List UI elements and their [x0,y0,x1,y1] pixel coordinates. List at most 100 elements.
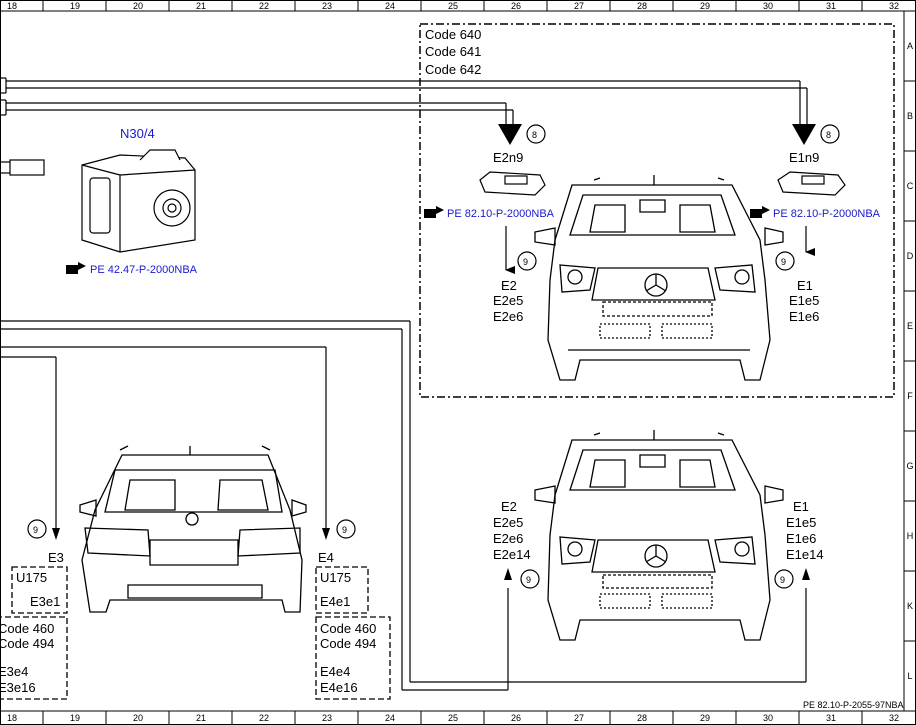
svg-text:PE 42.47-P-2000NBA: PE 42.47-P-2000NBA [90,264,198,276]
n30-label: N30/4 [120,126,155,141]
car-rear-drawing [79,445,307,613]
e2-bottom-4: E2e14 [493,547,531,562]
e3-box2 [0,616,68,700]
grid-row-label: K [907,601,913,611]
grid-col-label: 27 [574,713,584,723]
e3-box2-line4: E3e16 [0,680,36,695]
code-641: Code 641 [425,44,481,59]
e4-box1-line2: E4e1 [320,594,350,609]
e2n9-module-drawing [479,171,546,196]
e1-output-2: E1e5 [789,293,819,308]
grid-col-label: 22 [259,1,269,11]
grid-row-label: H [907,531,914,541]
e1-output-3: E1e6 [789,309,819,324]
svg-text:PE 82.10-P-2000NBA: PE 82.10-P-2000NBA [773,208,881,220]
connector-9-right-top [775,251,795,271]
e3-box1-line1: U175 [16,570,47,585]
e1-bottom-4: E1e14 [786,547,824,562]
grid-row-label: L [907,671,912,681]
svg-text:PE 82.10-P-2000NBA: PE 82.10-P-2000NBA [447,208,555,220]
e2n9-ref-link[interactable]: PE 82.10-P-2000NBA [424,206,555,220]
harness-rear [0,320,807,691]
grid-col-label: 29 [700,1,710,11]
e2-bottom-1: E2 [501,499,517,514]
e3-box2-line1: Code 460 [0,621,54,636]
grid-col-label: 19 [70,1,80,11]
grid-col-label: 20 [133,713,143,723]
e4-box1-line1: U175 [320,570,351,585]
grid-col-label: 18 [7,1,17,11]
grid-col-label: 28 [637,1,647,11]
e4-box2-line2: Code 494 [320,636,376,651]
grid-col-label: 25 [448,713,458,723]
e1-output-1: E1 [797,278,813,293]
rear-arrow-right [322,528,330,540]
grid-col-label: 26 [511,1,521,11]
e1n9-ref-link[interactable]: PE 82.10-P-2000NBA [750,206,881,220]
grid-row-label: A [907,41,913,51]
e2n9-label: E2n9 [493,150,523,165]
e2-output-3: E2e6 [493,309,523,324]
hand-pointer-icon [750,206,770,218]
e3-box2-line2: Code 494 [0,636,54,651]
grid-col-label: 28 [637,713,647,723]
e4-box2-line4: E4e16 [320,680,358,695]
grid-col-label: 32 [889,713,899,723]
grid-col-label: 31 [826,713,836,723]
connector-8-left [526,124,546,144]
connector-9-left-top [517,251,537,271]
grid-col-label: 31 [826,1,836,11]
grid-col-label: 26 [511,713,521,723]
e1n9-module-drawing [777,171,846,196]
e3-box1 [11,566,68,614]
connector-8-right-label: 8 [826,130,831,140]
e1-bottom-1: E1 [793,499,809,514]
e4-box1 [315,566,369,614]
front-arrow-right [802,568,810,580]
e1n9-label: E1n9 [789,150,819,165]
grid-col-label: 27 [574,1,584,11]
rear-arrow-left [52,528,60,540]
connector-9-rear-left [27,519,47,539]
grid-row-label: G [906,461,913,471]
front-arrow-left [504,568,512,580]
connector-9-front-left-label: 9 [526,575,531,585]
e2-bottom-2: E2e5 [493,515,523,530]
harness-arrow-right [792,124,816,145]
n30-ref-link[interactable]: PE 42.47-P-2000NBA [66,262,198,276]
code-box [419,23,895,398]
connector-8-left-label: 8 [532,130,537,140]
connector-8-right [820,124,840,144]
connector-9-rear-right [336,519,356,539]
connector-9-front-right [774,569,794,589]
e3-box1-line2: E3e1 [30,594,60,609]
grid-col-label: 22 [259,713,269,723]
grid-col-label: 24 [385,713,395,723]
connector-9-front-right-label: 9 [780,575,785,585]
e2-output-2: E2e5 [493,293,523,308]
grid-row-label: B [907,111,913,121]
harness-arrow-left [498,124,522,145]
code-642: Code 642 [425,62,481,77]
grid-col-label: 32 [889,1,899,11]
connector-9-right-top-label: 9 [781,257,786,267]
connector-9-rear-left-label: 9 [33,525,38,535]
grid-row-label: F [907,391,913,401]
grid-col-label: 29 [700,713,710,723]
grid-col-label: 23 [322,1,332,11]
grid-col-label: 21 [196,713,206,723]
n30-module-drawing [81,149,196,253]
code-640: Code 640 [425,27,481,42]
e4-label: E4 [318,550,334,565]
grid-col-label: 18 [7,713,17,723]
car-front-bottom-drawing [534,430,784,641]
doc-reference: PE 82.10-P-2055-97NBA [803,700,904,710]
grid-col-label: 19 [70,713,80,723]
e4-box2 [315,616,391,700]
grid-col-label: 30 [763,713,773,723]
e4-box2-line1: Code 460 [320,621,376,636]
grid-col-label: 24 [385,1,395,11]
connector-9-left-top-label: 9 [523,257,528,267]
